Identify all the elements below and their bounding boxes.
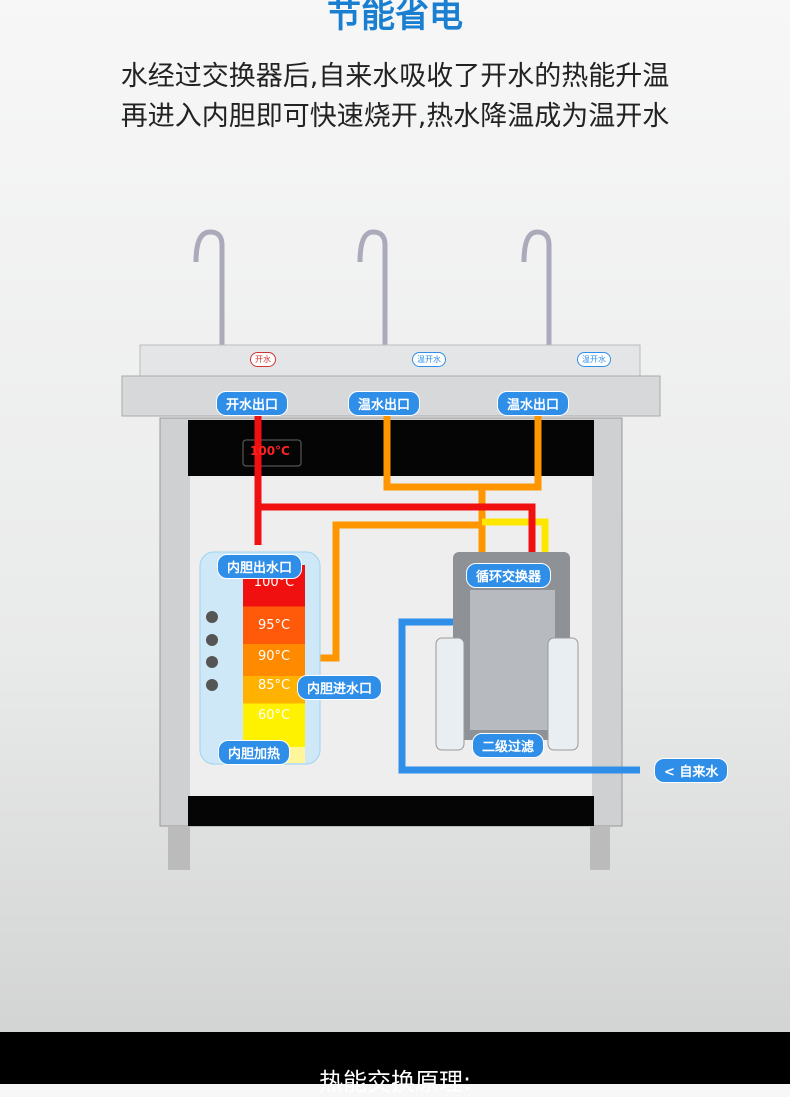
label-boiling-outlet: 开水出口 xyxy=(216,391,289,416)
label-tap-water: < 自来水 xyxy=(654,758,729,783)
faucets xyxy=(193,229,552,375)
label-warm-outlet-2: 温水出口 xyxy=(497,391,570,416)
faucet-tag-boiling: 开水 xyxy=(250,352,276,367)
bottom-strip xyxy=(188,796,594,826)
label-tank-outlet: 内胆出水口 xyxy=(217,554,303,579)
page-title: 节能省电 xyxy=(327,0,463,36)
temperature-gradient xyxy=(243,565,305,763)
temp-85: 85°C xyxy=(257,678,291,693)
display-frame xyxy=(242,439,302,467)
control-panel xyxy=(188,420,594,476)
temp-95: 95°C xyxy=(257,618,291,633)
backsplash xyxy=(139,344,641,378)
water-dispenser-illustration xyxy=(121,229,661,870)
description-line-1: 水经过交换器后,自来水吸收了开水的热能升温 xyxy=(120,61,670,92)
label-exchanger: 循环交换器 xyxy=(466,563,552,588)
faucet-tag-warm-1: 温开水 xyxy=(412,352,446,367)
temp-90: 90°C xyxy=(257,649,291,664)
temperature-display: 100°C xyxy=(250,444,290,458)
description-line-2: 再进入内胆即可快速烧开,热水降温成为温开水 xyxy=(120,101,670,132)
footer-bar: 热能交换原理: xyxy=(0,1032,790,1096)
filter-right xyxy=(547,637,579,751)
label-filter: 二级过滤 xyxy=(472,733,545,758)
leg-left xyxy=(168,826,190,870)
footer-title: 热能交换原理: xyxy=(318,1068,472,1096)
label-tank-inlet: 内胆进水口 xyxy=(297,675,383,700)
filter-left xyxy=(435,637,465,751)
heating-elements xyxy=(206,611,218,691)
temp-60: 60°C xyxy=(257,708,291,723)
faucet-tag-warm-2: 温开水 xyxy=(577,352,611,367)
leg-right xyxy=(590,826,610,870)
label-warm-outlet-1: 温水出口 xyxy=(348,391,421,416)
pipes xyxy=(254,415,640,774)
label-tank-heating: 内胆加热 xyxy=(218,740,291,765)
